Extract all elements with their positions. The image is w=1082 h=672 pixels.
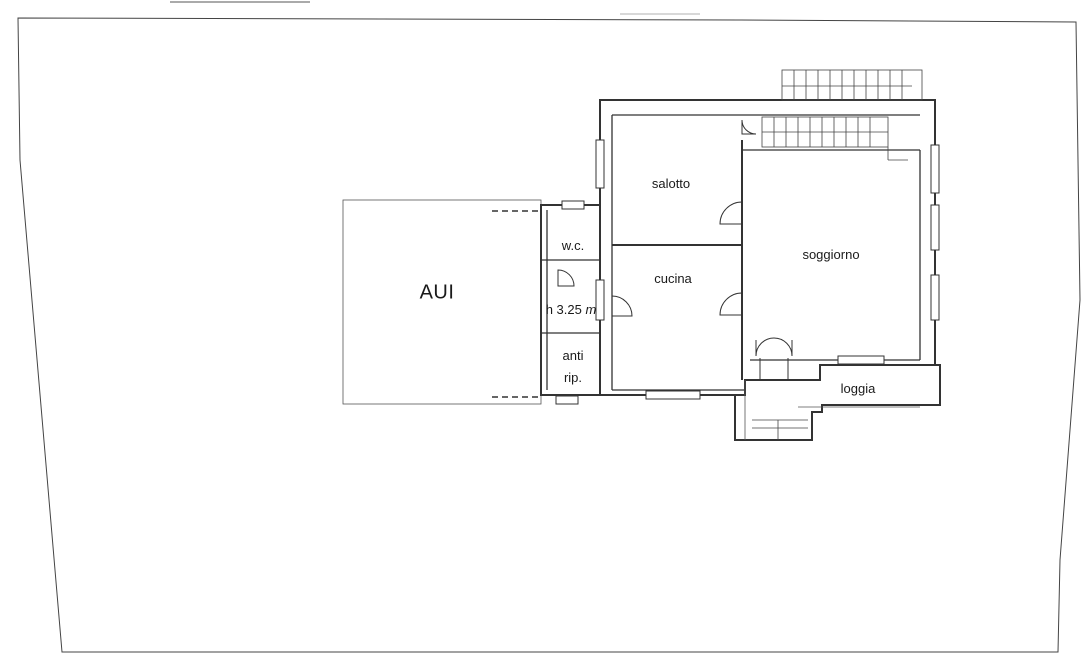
corridor-door-swing	[611, 295, 633, 317]
room-label-height: h 3.25 m	[546, 301, 597, 319]
west-block-walls	[540, 204, 601, 396]
salotto-west-window	[595, 139, 605, 189]
room-label-anti: anti	[562, 348, 584, 364]
room-label-cucina: cucina	[654, 271, 692, 287]
salotto-west-window-2	[595, 279, 605, 321]
soggiorno-east-window-2	[930, 204, 940, 251]
inner-stair-treads	[761, 116, 908, 161]
west-top-window	[561, 200, 585, 210]
soggiorno-east-window-1	[930, 144, 940, 194]
north-stair-outline	[781, 69, 923, 101]
room-label-salotto: salotto	[651, 176, 691, 192]
room-label-aui: AUI	[419, 281, 455, 304]
west-bottom-window	[555, 395, 579, 405]
room-label-rip: rip.	[563, 370, 583, 386]
cucina-door-swing	[719, 292, 743, 316]
entry-door-swing	[741, 119, 757, 135]
room-label-soggiorno: soggiorno	[802, 247, 860, 263]
loggia-north-window	[837, 355, 885, 365]
house-inner-walls	[611, 114, 745, 391]
north-stair-treads	[782, 70, 912, 100]
height-value: h 3.25	[545, 302, 582, 318]
wc-door-swing	[557, 269, 575, 287]
loggia-step-treads	[752, 419, 808, 440]
room-label-wc: w.c.	[561, 238, 585, 254]
soggiorno-east-window-3	[930, 274, 940, 321]
salotto-door-swing	[719, 201, 743, 225]
room-label-loggia: loggia	[840, 381, 876, 397]
property-boundary	[17, 17, 1081, 653]
height-unit: m	[585, 302, 597, 318]
loggia-outline	[734, 364, 941, 441]
loggia-double-door	[755, 337, 793, 380]
cucina-south-window	[645, 390, 701, 400]
house-outer-walls	[599, 99, 936, 396]
